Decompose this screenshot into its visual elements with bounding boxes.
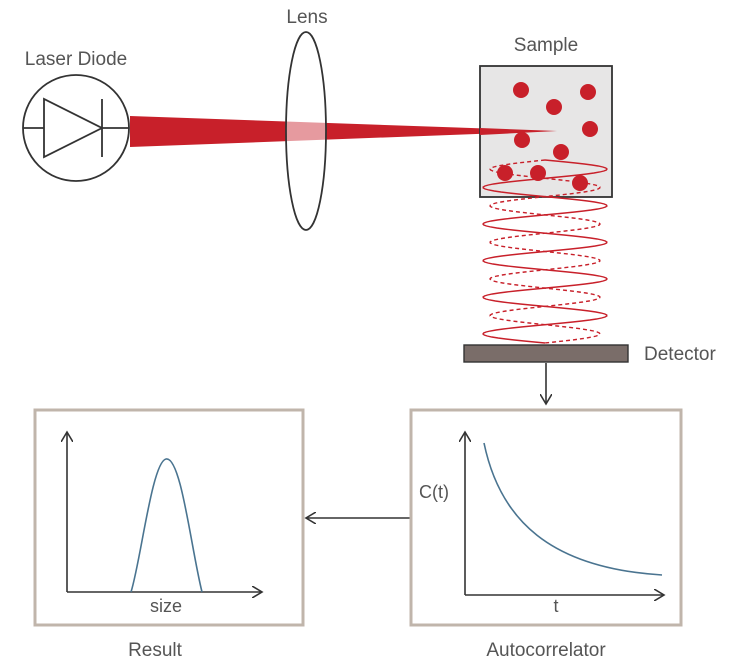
detector: [463, 344, 629, 363]
particle: [546, 99, 562, 115]
laser-diode-label: Laser Diode: [25, 49, 127, 70]
lens-label: Lens: [286, 7, 327, 28]
laser-beam: [130, 116, 557, 147]
result-label: Result: [128, 640, 183, 661]
result-x-axis-label: size: [150, 596, 182, 616]
laser-diode-symbol: [22, 74, 130, 182]
laser-beam-tip: [480, 128, 557, 135]
particle: [580, 84, 596, 100]
autocorrelation-decay-curve: [483, 442, 663, 576]
scattered-light-waves: [482, 159, 608, 344]
size-distribution-curve: [130, 458, 203, 593]
autocorrelator-y-axis-label: C(t): [419, 482, 449, 502]
autocorrelator-x-axis-label: t: [553, 596, 558, 616]
detector-label: Detector: [644, 344, 716, 365]
particle: [582, 121, 598, 137]
autocorrelator-frame: [409, 408, 683, 627]
particle: [514, 132, 530, 148]
autocorrelator-label: Autocorrelator: [486, 640, 606, 661]
particle: [513, 82, 529, 98]
autocorrelator-axes: [465, 432, 664, 595]
particle: [553, 144, 569, 160]
sample-label: Sample: [514, 35, 578, 56]
lens: [285, 31, 327, 231]
result-axes: [67, 432, 262, 592]
scattered-wave-dashed: [489, 159, 601, 344]
